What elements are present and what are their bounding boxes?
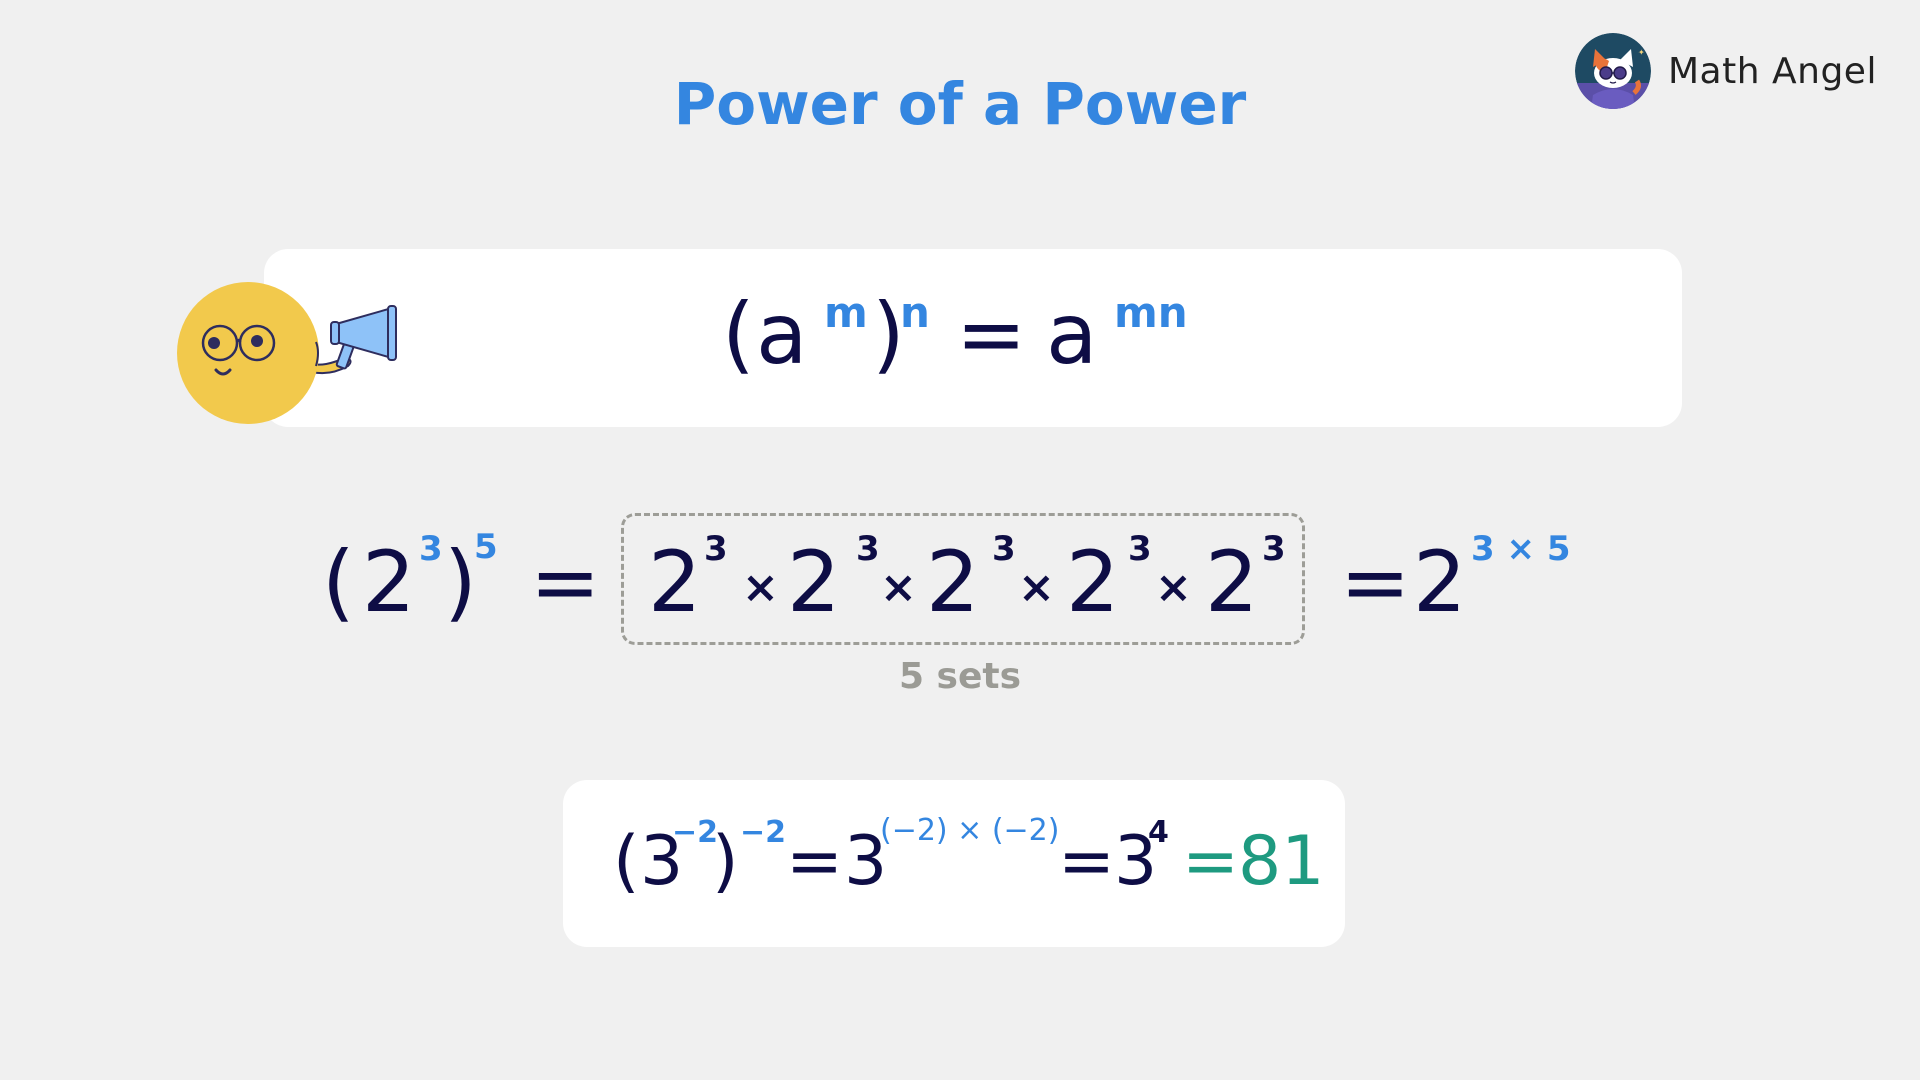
ex2-simplified-exponent: 4 <box>1148 815 1169 850</box>
brand: ✦ Math Angel <box>1575 33 1877 109</box>
rule-open-paren: ( <box>722 285 755 383</box>
ex2-mid-base: 3 <box>844 822 888 901</box>
ex2-equals3: = <box>1182 822 1239 901</box>
ex1-outer-exponent: 5 <box>474 527 498 567</box>
ex1-inner-exponent: 3 <box>419 529 443 569</box>
ex1-term-exponent: 3 <box>1128 529 1152 569</box>
svg-text:✦: ✦ <box>1638 48 1645 57</box>
ex2-equals2: = <box>1058 822 1115 901</box>
times-sign: × <box>742 562 779 613</box>
ex2-open-paren: ( <box>613 822 640 901</box>
times-sign: × <box>1155 562 1192 613</box>
ex1-term-base: 2 <box>926 533 980 631</box>
ex1-equals: = <box>530 533 601 631</box>
ex1-term-exponent: 3 <box>704 529 728 569</box>
expanded-product-box <box>621 513 1305 645</box>
ex1-base: 2 <box>362 533 416 631</box>
ex1-term-base: 2 <box>787 533 841 631</box>
ex1-open-paren: ( <box>322 533 355 631</box>
page-title: Power of a Power <box>673 70 1247 138</box>
smiley-with-glasses-megaphone-icon <box>177 282 397 424</box>
times-sign: × <box>880 562 917 613</box>
rule-base: a <box>756 285 808 383</box>
rule-card <box>264 249 1682 427</box>
rule-inner-exponent: m <box>824 288 868 337</box>
ex1-equals-result: = <box>1340 533 1411 631</box>
ex2-base: 3 <box>640 822 684 901</box>
ex1-term-exponent: 3 <box>1262 529 1286 569</box>
times-sign: × <box>1018 562 1055 613</box>
rule-result-base: a <box>1046 285 1098 383</box>
ex2-answer: 81 <box>1238 822 1325 901</box>
brand-name: Math Angel <box>1668 50 1877 92</box>
ex1-term-base: 2 <box>648 533 702 631</box>
rule-result-exponent: mn <box>1114 288 1188 337</box>
rule-outer-exponent: n <box>900 288 930 337</box>
ex2-inner-exponent: −2 <box>672 815 719 850</box>
rule-close-paren: ) <box>872 285 905 383</box>
ex2-close-paren: ) <box>712 822 739 901</box>
rule-equals: = <box>956 285 1027 383</box>
ex2-equals: = <box>786 822 843 901</box>
ex1-term-base: 2 <box>1066 533 1120 631</box>
ex2-simplified-base: 3 <box>1114 822 1158 901</box>
ex2-outer-exponent: −2 <box>740 815 787 850</box>
cat-with-sunglasses-logo-icon: ✦ <box>1575 33 1651 109</box>
ex1-term-base: 2 <box>1205 533 1259 631</box>
ex1-result-base: 2 <box>1413 533 1467 631</box>
ex1-term-exponent: 3 <box>856 529 880 569</box>
ex1-term-exponent: 3 <box>992 529 1016 569</box>
example-card <box>563 780 1345 947</box>
ex1-result-exponent: 3 × 5 <box>1471 529 1571 569</box>
ex2-mid-exponent: (−2) × (−2) <box>880 813 1060 848</box>
sets-label: 5 sets <box>898 656 1022 697</box>
ex1-close-paren: ) <box>444 533 477 631</box>
